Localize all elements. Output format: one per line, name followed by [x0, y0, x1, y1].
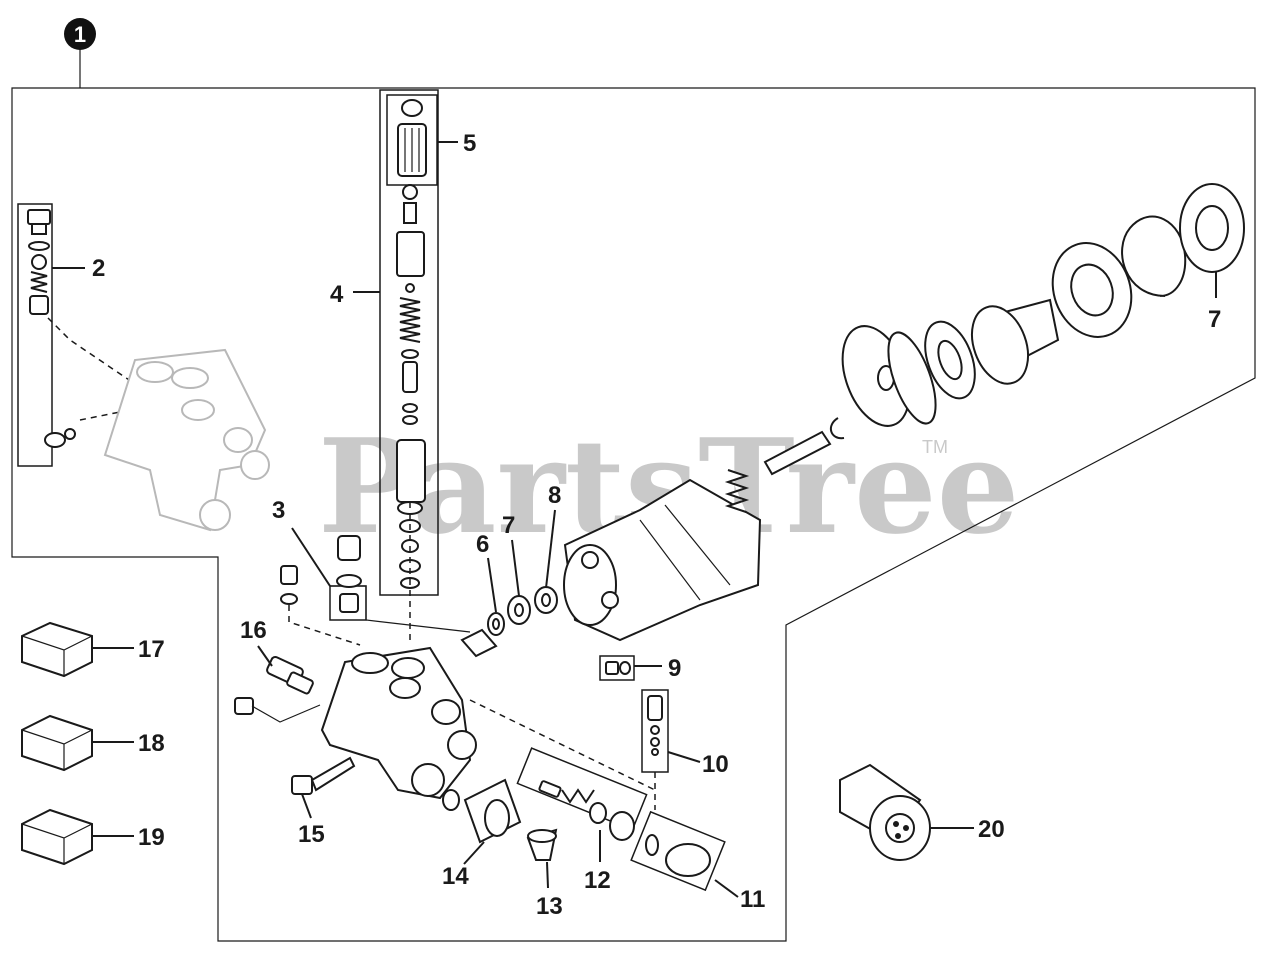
part-13-filter-screen[interactable] — [526, 828, 558, 861]
callout-15: 15 — [298, 821, 325, 848]
callout-3: 3 — [272, 497, 285, 524]
trademark-text: TM — [922, 437, 948, 457]
callout-2: 2 — [92, 255, 105, 282]
part-7-shaft-seal[interactable] — [1179, 183, 1245, 273]
part-2-check-valve-kit[interactable] — [17, 203, 141, 467]
part-10-injector[interactable] — [641, 689, 669, 810]
part-15-bolt[interactable] — [291, 756, 356, 795]
part-unnamed-plug — [234, 697, 321, 723]
part-18-kit-box[interactable] — [21, 714, 93, 772]
callout-13: 13 — [536, 893, 563, 920]
assembly-outline — [11, 87, 1256, 942]
callout-19: 19 — [138, 824, 165, 851]
wobble-plate-assembly — [829, 242, 1133, 440]
pump-manifold — [320, 500, 656, 800]
part-12-valve-kit[interactable] — [516, 747, 648, 841]
callout-7-shaft-seal: 7 — [1208, 306, 1221, 333]
part-9-plug-oring[interactable] — [599, 655, 635, 681]
part-17-kit-box[interactable] — [21, 621, 93, 678]
callout-4: 4 — [330, 281, 344, 308]
part-6-seal[interactable] — [487, 612, 505, 636]
callout-6: 6 — [476, 531, 489, 558]
leader-lines — [52, 141, 1217, 898]
callout-11: 11 — [740, 886, 765, 913]
callout-16: 16 — [240, 617, 267, 644]
callout-12: 12 — [584, 867, 611, 894]
part-5-unloader-cap[interactable] — [386, 94, 438, 186]
callout-9: 9 — [668, 655, 681, 682]
callout-7-seal: 7 — [502, 512, 515, 539]
part-20-quick-coupler[interactable] — [839, 763, 931, 861]
part-14-inlet-fitting[interactable] — [442, 778, 522, 844]
part-11-outlet-fitting[interactable] — [630, 810, 726, 892]
callout-18: 18 — [138, 730, 165, 757]
ghost-manifold — [103, 348, 270, 532]
assembly-marker-badge — [64, 18, 96, 50]
callout-20: 20 — [978, 816, 1005, 843]
part-8-seal[interactable] — [534, 586, 558, 614]
part-16-elbow-fitting[interactable] — [266, 655, 314, 695]
callout-14: 14 — [442, 863, 469, 890]
part-7-seal[interactable] — [507, 595, 531, 625]
part-19-kit-box[interactable] — [21, 808, 93, 866]
callout-17: 17 — [138, 636, 165, 663]
assembly-marker-number: 1 — [74, 22, 86, 47]
part-3-fitting-kit[interactable] — [280, 535, 498, 658]
callout-5: 5 — [463, 130, 476, 157]
retaining-ring — [1121, 215, 1187, 297]
callout-8: 8 — [548, 482, 561, 509]
part-4-unloader-assembly[interactable] — [379, 89, 439, 596]
pump-housing — [563, 430, 832, 642]
callout-10: 10 — [702, 751, 729, 778]
